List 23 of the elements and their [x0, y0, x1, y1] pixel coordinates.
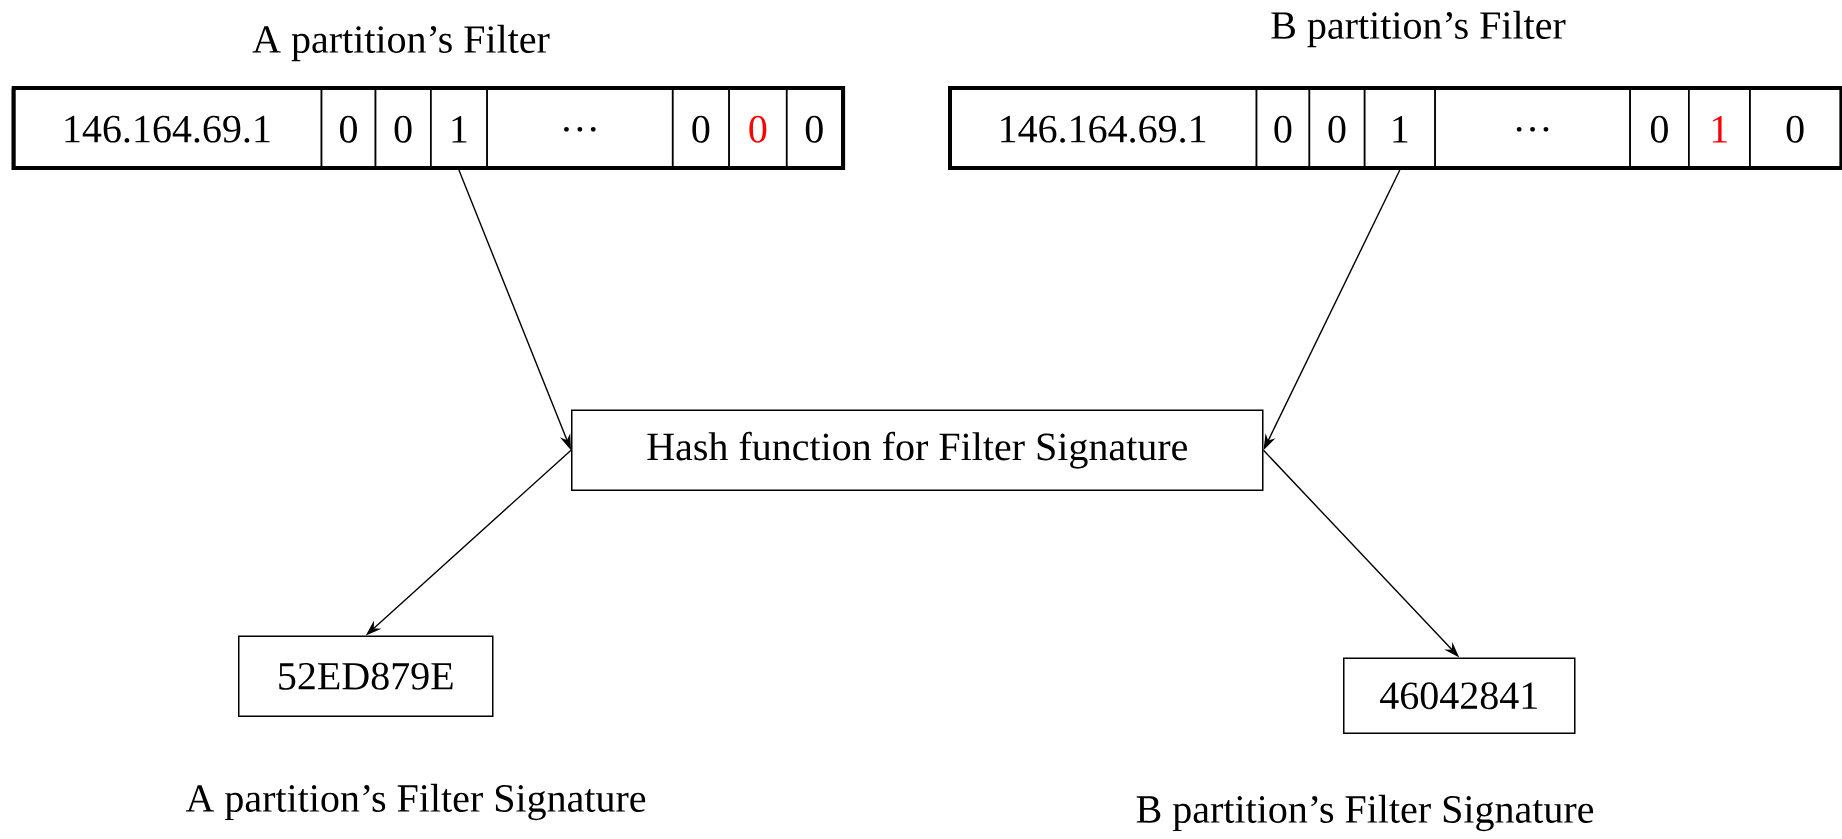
table-cell: …	[486, 88, 674, 170]
table-cell: 146.164.69.1	[948, 88, 1258, 170]
table-cell: 0	[1255, 88, 1311, 170]
table-cell: …	[1434, 88, 1631, 170]
table-cell: 0	[1749, 88, 1842, 170]
caption-text: A partition’s Filter Signature	[185, 783, 646, 821]
signature-box: 52ED879E	[238, 635, 494, 717]
signature-box: 46042841	[1343, 657, 1576, 734]
table-cell: 0	[1308, 88, 1366, 170]
table-cell: 1	[1363, 88, 1436, 170]
heading-text: A partition’s Filter	[252, 24, 550, 62]
table-cell: 0	[728, 88, 788, 170]
table-cell: 0	[785, 88, 843, 170]
heading-text: B partition’s Filter	[1271, 10, 1566, 48]
caption-text: B partition’s Filter Signature	[1136, 794, 1594, 832]
process-box: Hash function for Filter Signature	[571, 409, 1264, 491]
table-cell: 146.164.69.1	[11, 88, 323, 170]
table-cell: 0	[1629, 88, 1690, 170]
table-cell: 0	[671, 88, 730, 170]
table-cell: 0	[374, 88, 432, 170]
table-cell: 1	[430, 88, 488, 170]
table-cell: 0	[320, 88, 377, 170]
table-cell: 1	[1688, 88, 1751, 170]
